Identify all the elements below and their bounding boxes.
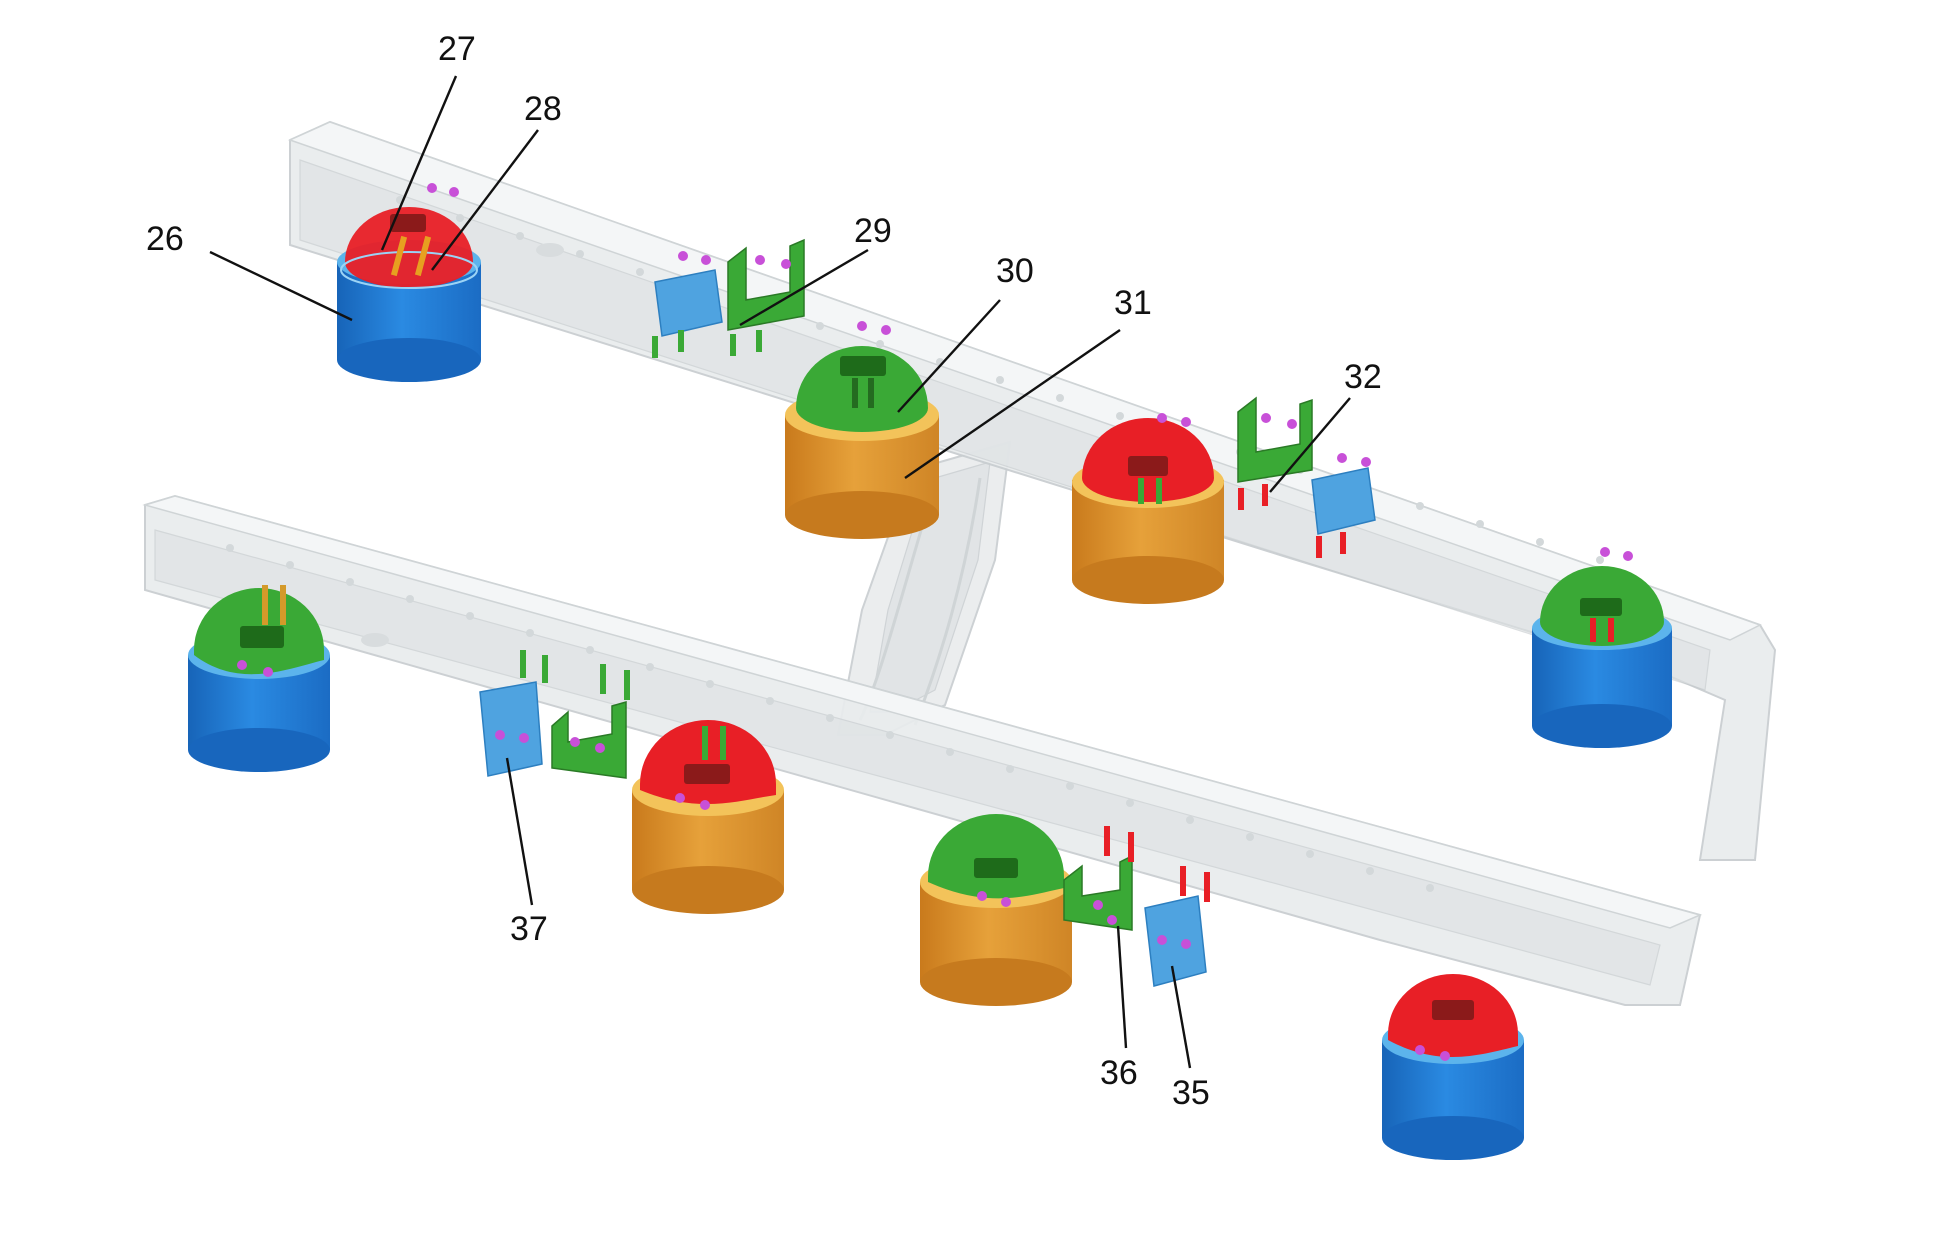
- leader-37: [505, 757, 534, 906]
- mount-plate: [1432, 1000, 1474, 1020]
- leader-32: [1269, 397, 1351, 493]
- leader-28: [431, 129, 539, 271]
- mount-plate: [974, 858, 1018, 878]
- bracket-blue-upper-left: [652, 251, 723, 358]
- bracket-blue-lower-left: [479, 650, 548, 777]
- air-spring-front-left: [1382, 974, 1524, 1160]
- leader-27: [380, 75, 458, 251]
- mount-plate: [840, 356, 886, 376]
- air-spring-rear-front-left: [188, 585, 330, 772]
- bolt-pair: [390, 235, 432, 277]
- mount-plate: [1128, 456, 1168, 476]
- air-spring-rear-left-outer: [337, 207, 481, 382]
- bracket-green-upper-left: [727, 238, 805, 356]
- leader-lines: [209, 75, 1351, 1069]
- callout-32: 32: [1344, 358, 1382, 396]
- air-spring-mid-right: [920, 814, 1072, 1006]
- leader-30: [897, 299, 1001, 413]
- bracket-green-upper-right: [1237, 396, 1313, 510]
- fastener-cluster: [427, 183, 1633, 561]
- air-spring-rear-left-inner: [785, 346, 939, 539]
- mount-plate: [1580, 598, 1622, 616]
- bracket-green-lower-right: [1063, 826, 1134, 931]
- callout-36: 36: [1100, 1054, 1138, 1092]
- bracket-blue-lower-right: [1144, 866, 1210, 987]
- leader-29: [739, 248, 869, 327]
- mount-plate: [390, 214, 426, 232]
- cross-member: [836, 440, 1012, 736]
- bracket-blue-upper-right: [1311, 453, 1376, 558]
- rail-holes-left: [226, 544, 1434, 892]
- mount-plate: [240, 626, 284, 648]
- leader-35: [1170, 965, 1192, 1069]
- left-side-rail: [142, 494, 1703, 1006]
- callout-labels: 27 28 26 29 30 31 32 37 36 35: [146, 30, 1382, 1112]
- bracket-green-lower-left: [551, 664, 630, 779]
- callout-29: 29: [854, 212, 892, 250]
- callout-35: 35: [1172, 1074, 1210, 1112]
- leader-26: [209, 250, 353, 322]
- callout-26: 26: [146, 220, 184, 258]
- leader-36: [1116, 925, 1128, 1049]
- mount-plate: [684, 764, 730, 784]
- air-spring-mid-left: [632, 720, 784, 914]
- callout-37: 37: [510, 910, 548, 948]
- leader-31: [904, 329, 1121, 479]
- air-spring-rear-right-inner: [1072, 418, 1224, 604]
- air-spring-front-right: [1532, 566, 1672, 748]
- callout-27: 27: [438, 30, 476, 68]
- callout-31: 31: [1114, 284, 1152, 322]
- callout-30: 30: [996, 252, 1034, 290]
- callout-28: 28: [524, 90, 562, 128]
